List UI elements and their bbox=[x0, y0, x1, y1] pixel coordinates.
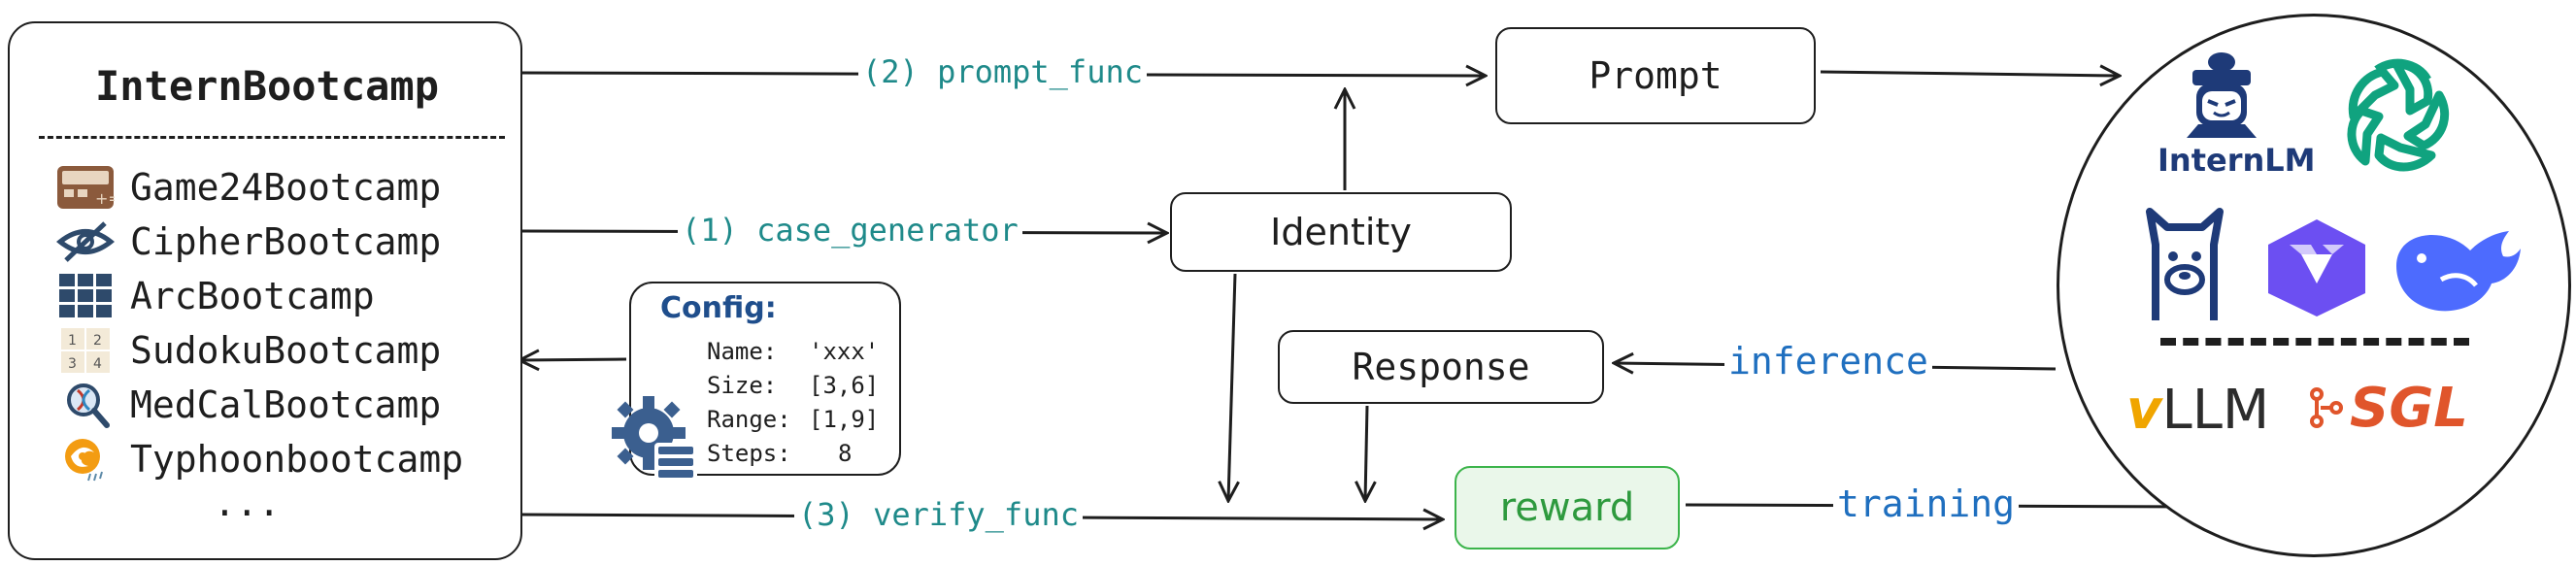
vllm-v-mark: v bbox=[2126, 379, 2162, 442]
bootcamp-ellipsis: ... bbox=[214, 482, 281, 524]
config-row: Name:'xxx' bbox=[707, 338, 880, 365]
edge-label-inference: inference bbox=[1724, 340, 1932, 383]
grid-icon bbox=[56, 272, 115, 320]
bootcamp-item-cipher: CipherBootcamp bbox=[56, 216, 441, 267]
magnifier-dna-icon bbox=[56, 381, 115, 429]
identity-node: Identity bbox=[1170, 192, 1512, 272]
edge-label-verify-func: (3) verify_func bbox=[794, 496, 1083, 533]
bootcamp-item-medcal: MedCalBootcamp bbox=[56, 380, 441, 430]
internlm-wordmark: InternLM bbox=[2158, 142, 2316, 179]
vllm-wordmark: LLM bbox=[2161, 379, 2270, 442]
config-row: Range:[1,9] bbox=[707, 406, 880, 433]
sudoku-icon: 1 2 3 4 bbox=[56, 326, 115, 375]
bootcamp-item-arc: ArcBootcamp bbox=[56, 271, 375, 321]
svg-text:4: 4 bbox=[93, 356, 102, 372]
edge-label-prompt-func: (2) prompt_func bbox=[858, 53, 1147, 90]
bootcamp-item-label: MedCalBootcamp bbox=[130, 383, 442, 426]
gear-list-icon bbox=[610, 390, 703, 487]
bootcamp-item-typhoon: Typhoonbootcamp bbox=[56, 434, 463, 484]
identity-label: Identity bbox=[1270, 211, 1412, 253]
bootcamp-title: InternBootcamp bbox=[94, 62, 439, 110]
bootcamp-item-label: CipherBootcamp bbox=[130, 220, 442, 263]
bootcamp-item-label: Game24Bootcamp bbox=[130, 166, 442, 209]
bootcamp-item-game24: += Game24Bootcamp bbox=[56, 162, 441, 213]
svg-text:2: 2 bbox=[93, 333, 102, 349]
vllm-logo: v LLM bbox=[2126, 379, 2269, 442]
internlm-mascot-icon bbox=[2187, 52, 2257, 138]
deepseek-logo-icon bbox=[2387, 212, 2523, 324]
prompt-node: Prompt bbox=[1495, 27, 1816, 124]
config-row: Size:[3,6] bbox=[707, 372, 880, 399]
bootcamp-item-label: SudokuBootcamp bbox=[130, 329, 442, 372]
reward-node: reward bbox=[1455, 466, 1680, 549]
prompt-label: Prompt bbox=[1589, 54, 1723, 97]
config-title: Config: bbox=[660, 291, 777, 325]
arrow-identity-down bbox=[1228, 273, 1235, 501]
response-node: Response bbox=[1278, 330, 1604, 404]
bootcamp-divider bbox=[39, 136, 505, 139]
sgl-wordmark: SGL bbox=[2350, 376, 2468, 440]
bootcamp-panel: InternBootcamp += Game24Bootcamp CipherB… bbox=[8, 21, 522, 560]
calculator-icon: += bbox=[56, 163, 115, 212]
typhoon-icon bbox=[56, 435, 115, 483]
svg-text:+=: += bbox=[95, 189, 115, 208]
config-row: Steps:8 bbox=[707, 440, 853, 467]
arrow-config-to-bootcamp bbox=[519, 359, 627, 360]
bootcamp-item-label: ArcBootcamp bbox=[130, 275, 375, 317]
edge-label-training: training bbox=[1833, 483, 2020, 525]
svg-text:1: 1 bbox=[68, 333, 77, 349]
sgl-logo: SGL bbox=[2309, 376, 2468, 440]
bootcamp-item-sudoku: 1 2 3 4 SudokuBootcamp bbox=[56, 325, 441, 376]
sgl-branch-icon bbox=[2310, 387, 2343, 428]
reward-label: reward bbox=[1499, 485, 1635, 530]
response-label: Response bbox=[1352, 346, 1530, 388]
internlm-logo: InternLM bbox=[2158, 50, 2315, 186]
edge-label-case-generator: (1) case_generator bbox=[678, 212, 1022, 249]
models-divider bbox=[2160, 338, 2469, 346]
svg-text:3: 3 bbox=[68, 356, 77, 372]
config-rows: Name:'xxx' Size:[3,6] Range:[1,9] Steps:… bbox=[707, 336, 880, 472]
arrow-response-down bbox=[1365, 405, 1367, 501]
eye-slash-icon bbox=[56, 217, 115, 266]
llama-logo-icon bbox=[2136, 206, 2233, 326]
arrow-prompt-to-models bbox=[1820, 72, 2120, 76]
qwen-logo-icon bbox=[2262, 216, 2371, 324]
bootcamp-item-label: Typhoonbootcamp bbox=[130, 438, 464, 481]
chatgpt-logo-icon bbox=[2338, 56, 2455, 183]
